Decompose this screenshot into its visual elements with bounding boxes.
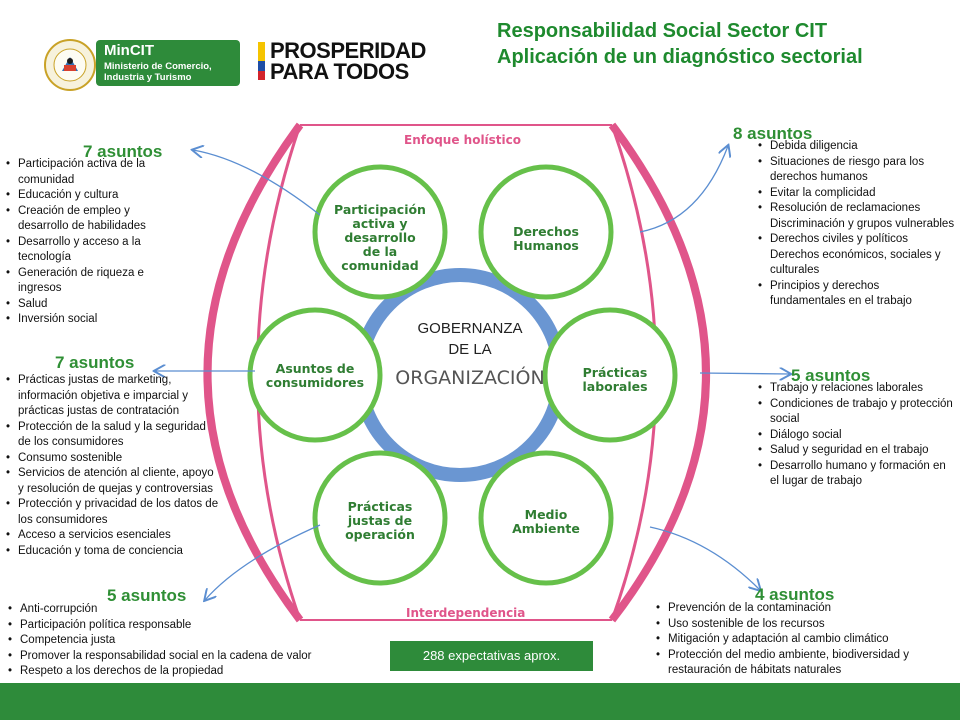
- derechos-line: Derechos: [513, 224, 579, 239]
- ambiente-line: Medio: [524, 507, 568, 522]
- list-item: Prácticas justas de marketing, informaci…: [4, 373, 219, 420]
- list-item: Situaciones de riesgo para los derechos …: [756, 155, 956, 186]
- list-item: Mitigación y adaptación al cambio climát…: [654, 632, 957, 648]
- consumidores-line: consumidores: [265, 375, 365, 390]
- laborales-line: Prácticas: [582, 365, 648, 380]
- participacion-line: de la: [362, 244, 398, 259]
- operacion-line: Prácticas: [347, 499, 413, 514]
- circle-operacion: [312, 450, 448, 586]
- mincit-logo: MinCIT Ministerio de Comercio, Industria…: [96, 40, 240, 86]
- footer-bar: [0, 683, 960, 720]
- colombia-flag-icon: [258, 42, 265, 80]
- list-item: Salud: [4, 297, 174, 313]
- derechos-line: Humanos: [513, 238, 579, 253]
- list-item: Condiciones de trabajo y protección soci…: [756, 397, 956, 428]
- prosperidad-logo: PROSPERIDAD PARA TODOS: [258, 40, 428, 84]
- circle-consumidores: [247, 307, 383, 443]
- mincit-sub2: Industria y Turismo: [104, 72, 192, 83]
- arrow-mid-right: [699, 373, 790, 374]
- list-item: Diálogo social: [756, 428, 956, 444]
- consumidores-line: Asuntos de: [275, 361, 355, 376]
- colombia-seal-logo: [44, 39, 96, 91]
- circle-laborales: [542, 307, 678, 443]
- list-item: Prevención de la contaminación: [654, 601, 957, 617]
- list-item: Debida diligencia: [756, 139, 956, 155]
- list-mid-right: Trabajo y relaciones laborales Condicion…: [756, 381, 956, 490]
- arrow-bottom-left: [205, 524, 321, 600]
- list-item: Protección del medio ambiente, biodivers…: [654, 648, 957, 679]
- list-item: Salud y seguridad en el trabajo: [756, 443, 956, 459]
- laborales-line: laborales: [582, 379, 648, 394]
- list-bottom-right: Prevención de la contaminación Uso soste…: [654, 601, 957, 679]
- operacion-line: operación: [345, 527, 415, 542]
- list-item: Anti-corrupción: [6, 602, 376, 618]
- list-item: Educación y cultura: [4, 188, 174, 204]
- list-item: Educación y toma de conciencia: [4, 544, 219, 560]
- circle-ambiente-label: Medio Ambiente: [506, 508, 586, 536]
- page-title: Responsabilidad Social Sector CIT Aplica…: [497, 18, 863, 70]
- list-item: Inversión social: [4, 312, 174, 328]
- list-item: Trabajo y relaciones laborales: [756, 381, 956, 397]
- mincit-name: MinCIT: [104, 42, 154, 59]
- title-line-2: Aplicación de un diagnóstico sectorial: [497, 46, 863, 68]
- count-bottom-left: 5 asuntos: [107, 586, 187, 605]
- circle-consumidores-label: Asuntos de consumidores: [257, 362, 373, 390]
- list-item: Uso sostenible de los recursos: [654, 617, 957, 633]
- list-item: Servicios de atención al cliente, apoyo …: [4, 466, 219, 497]
- list-bottom-left: Anti-corrupción Participación política r…: [6, 602, 376, 680]
- count-bottom-right: 4 asuntos: [755, 585, 835, 604]
- list-item: Promover la responsabilidad social en la…: [6, 649, 376, 665]
- participacion-line: Participación: [334, 202, 426, 217]
- arrow-top-left: [193, 150, 321, 216]
- list-item: Protección y privacidad de los datos de …: [4, 497, 219, 528]
- count-mid-left: 7 asuntos: [55, 353, 135, 372]
- center-line-2: DE LA: [448, 341, 492, 358]
- ambiente-line: Ambiente: [512, 521, 580, 536]
- participacion-line: desarrollo: [344, 230, 416, 245]
- participacion-line: comunidad: [341, 258, 419, 273]
- list-item: Desarrollo humano y formación en el luga…: [756, 459, 956, 490]
- circle-ambiente: [478, 450, 614, 586]
- arrow-top-right: [639, 146, 728, 233]
- list-item: Acceso a servicios esenciales: [4, 528, 219, 544]
- circle-participacion: [312, 164, 448, 300]
- mincit-subtitle: Ministerio de Comercio, Industria y Turi…: [104, 61, 212, 83]
- list-mid-left: Prácticas justas de marketing, informaci…: [4, 373, 219, 559]
- title-line-1: Responsabilidad Social Sector CIT: [497, 20, 828, 42]
- list-item: Evitar la complicidad: [756, 186, 956, 202]
- list-item: Generación de riqueza e ingresos: [4, 266, 174, 297]
- expectations-badge: 288 expectativas aprox.: [390, 641, 593, 671]
- circle-operacion-label: Prácticas justas de operación: [330, 500, 430, 542]
- circle-laborales-label: Prácticas laborales: [575, 366, 655, 394]
- list-item: Creación de empleo y desarrollo de habil…: [4, 204, 174, 235]
- list-item: Resolución de reclamaciones Discriminaci…: [756, 201, 956, 232]
- participacion-line: activa y: [352, 216, 408, 231]
- circle-derechos-label: Derechos Humanos: [496, 225, 596, 253]
- list-item: Protección de la salud y la seguridad de…: [4, 420, 219, 451]
- list-item: Participación activa de la comunidad: [4, 157, 174, 188]
- governance-center-label: GOBERNANZA DE LA ORGANIZACIÓN: [390, 318, 550, 389]
- operacion-line: justas de: [347, 513, 413, 528]
- list-item: Competencia justa: [6, 633, 376, 649]
- list-item: Derechos civiles y políticos Derechos ec…: [756, 232, 956, 279]
- prosperidad-line1: PROSPERIDAD: [270, 38, 426, 63]
- center-line-3: ORGANIZACIÓN: [395, 367, 545, 389]
- list-item: Desarrollo y acceso a la tecnología: [4, 235, 174, 266]
- circle-derechos: [478, 164, 614, 300]
- right-pink-arc: [608, 122, 710, 623]
- list-item: Participación política responsable: [6, 618, 376, 634]
- prosperidad-line2: PARA TODOS: [270, 59, 409, 84]
- list-item: Consumo sostenible: [4, 451, 219, 467]
- enfoque-holistico-label: Enfoque holístico: [404, 133, 522, 147]
- interdependencia-label: Interdependencia: [406, 606, 526, 620]
- list-item: Principios y derechos fundamentales en e…: [756, 279, 956, 310]
- center-line-1: GOBERNANZA: [417, 320, 523, 337]
- circle-participacion-label: Participación activa y desarrollo de la …: [325, 203, 435, 273]
- mincit-sub1: Ministerio de Comercio,: [104, 61, 212, 72]
- arrow-bottom-right: [649, 526, 760, 590]
- list-item: Respeto a los derechos de la propiedad: [6, 664, 376, 680]
- list-top-right: Debida diligencia Situaciones de riesgo …: [756, 139, 956, 310]
- list-top-left: Participación activa de la comunidad Edu…: [4, 157, 174, 328]
